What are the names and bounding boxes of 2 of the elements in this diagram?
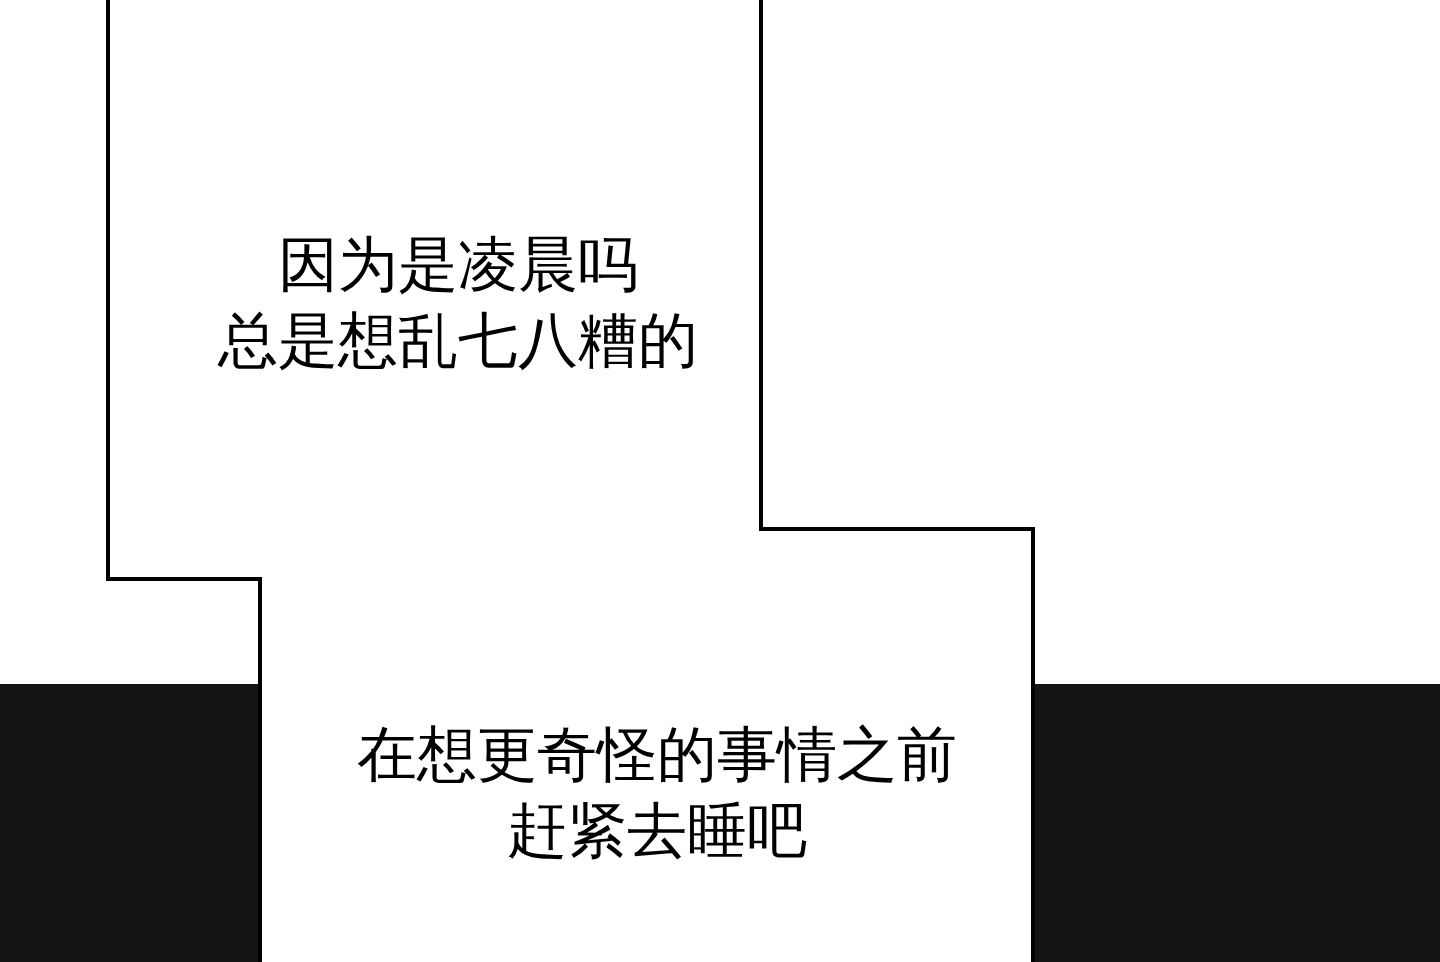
narration-text: 因为是凌晨吗总是想乱七八糟的 [218,226,698,378]
narration-text: 在想更奇怪的事情之前赶紧去睡吧 [357,716,957,868]
